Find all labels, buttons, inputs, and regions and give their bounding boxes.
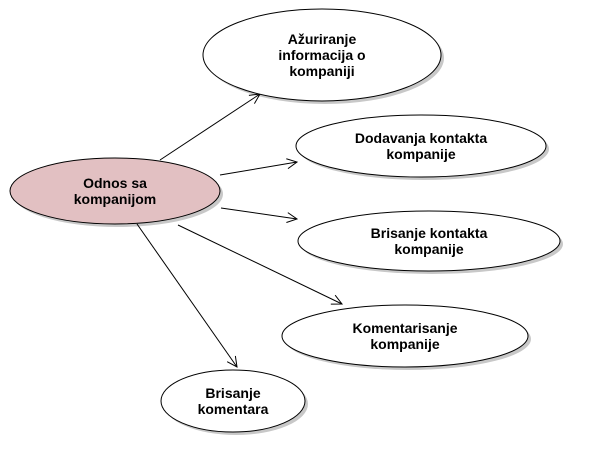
associations <box>136 94 342 367</box>
association-arrow <box>219 162 297 176</box>
actor-node-label-line: Odnos sa <box>83 175 147 191</box>
use-case-node-shape <box>160 369 306 433</box>
use-case-node-label-line: Ažuriranje <box>288 31 357 47</box>
use-case-node-shape <box>295 114 547 178</box>
actor-node-label-line: kompanijom <box>74 191 156 207</box>
use-case-node-label-line: Komentarisanje <box>352 320 457 336</box>
association-arrow <box>220 207 297 219</box>
association-arrow <box>177 224 342 304</box>
use-case-node-label-line: kompanije <box>386 146 455 162</box>
use-case-node-label-line: Dodavanja kontakta <box>355 130 487 146</box>
use-case-node-shape <box>281 304 529 368</box>
use-case-node-label-line: kompaniji <box>289 63 354 79</box>
use-case-node-label-line: kompanije <box>394 241 463 257</box>
association-arrow <box>159 94 260 161</box>
association-arrow <box>136 223 237 367</box>
use-case-node-label-line: komentara <box>198 401 269 417</box>
actor-node-shape <box>9 157 221 225</box>
use-case-node-label-line: kompanije <box>370 336 439 352</box>
use-case-node-label-line: Brisanje kontakta <box>371 225 488 241</box>
use-case-node-shape <box>297 210 561 272</box>
use-case-node-shape <box>202 8 442 102</box>
use-case-node-label-line: Brisanje <box>205 385 260 401</box>
use-case-node-label-line: informacija o <box>278 47 365 63</box>
